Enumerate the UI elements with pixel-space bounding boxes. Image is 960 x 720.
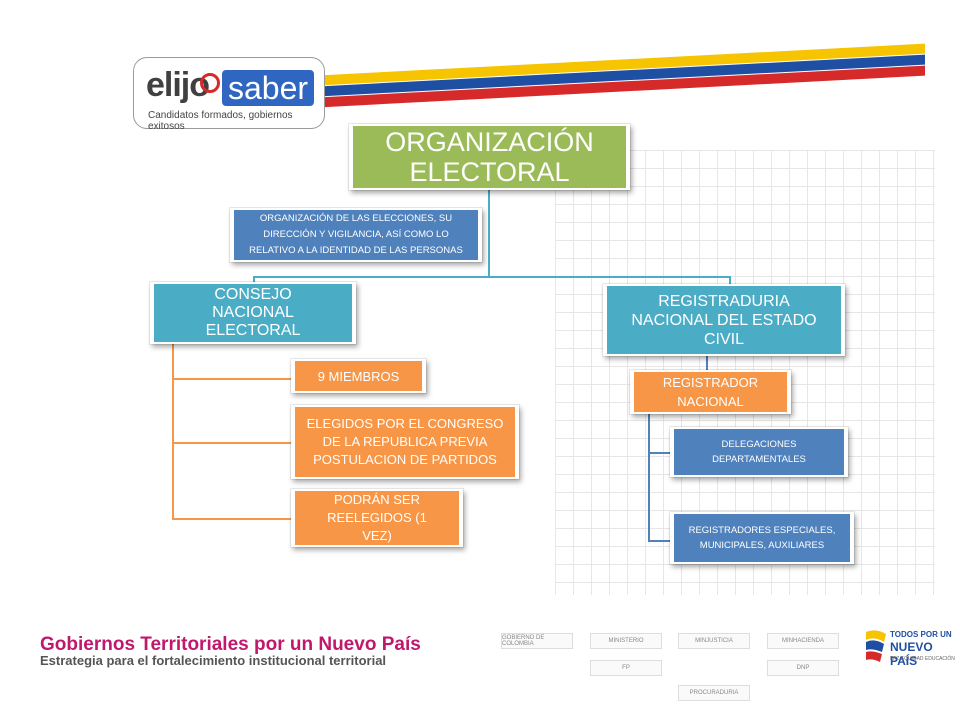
brand-line-2: NUEVO PAÍS — [890, 640, 933, 668]
nuevo-pais-logo: TODOS POR UN NUEVO PAÍS PAZ EQUIDAD EDUC… — [862, 620, 957, 675]
logo-word-elijo: elijo — [146, 66, 210, 104]
partner-logo-7: PROCURADURIA — [678, 685, 750, 701]
left-item-link-3 — [172, 518, 292, 520]
brand-line-3: PAZ EQUIDAD EDUCACIÓN — [890, 656, 955, 662]
left-items-trunk — [172, 344, 174, 519]
cne-item-3: PODRÁN SER REELEGIDOS (1 VEZ) — [291, 489, 463, 547]
partner-logo-1: GOBIERNO DE COLOMBIA — [501, 633, 573, 649]
root-box: ORGANIZACIÓN ELECTORAL — [349, 124, 630, 190]
registraduria-item-2: REGISTRADORES ESPECIALES, MUNICIPALES, A… — [670, 512, 854, 564]
registraduria-item-1: DELEGACIONES DEPARTAMENTALES — [670, 427, 848, 477]
footer-title: Gobiernos Territoriales por un Nuevo Paí… — [40, 634, 421, 655]
right-item-link-1 — [648, 452, 670, 454]
description-box: ORGANIZACIÓN DE LAS ELECCIONES, SU DIREC… — [230, 208, 482, 262]
right-items-trunk — [648, 414, 650, 542]
registraduria-box: REGISTRADURIA NACIONAL DEL ESTADO CIVIL — [603, 284, 845, 356]
flag-wave-icon — [866, 630, 886, 662]
brand-line-1: TODOS POR UN — [890, 630, 952, 639]
root-connector — [488, 188, 490, 276]
left-item-link-2 — [172, 442, 292, 444]
cne-item-2: ELEGIDOS POR EL CONGRESO DE LA REPUBLICA… — [291, 405, 519, 479]
logo-tagline: Candidatos formados, gobiernos exitosos — [148, 110, 293, 132]
right-item-link-2 — [648, 540, 670, 542]
right-branch-drop — [729, 276, 731, 284]
registrador-box: REGISTRADOR NACIONAL — [630, 370, 791, 414]
footer-subtitle: Estrategia para el fortalecimiento insti… — [40, 653, 387, 668]
partner-logo-3: MINJUSTICIA — [678, 633, 750, 649]
left-item-link-1 — [172, 378, 292, 380]
cne-box: CONSEJO NACIONAL ELECTORAL — [150, 282, 356, 344]
left-branch-drop — [253, 276, 255, 284]
check-icon — [200, 73, 220, 93]
partner-logo-4: MINHACIENDA — [767, 633, 839, 649]
right-sub-connector — [706, 355, 708, 371]
partner-logo-5: FP — [590, 660, 662, 676]
partner-logo-6: DNP — [767, 660, 839, 676]
cne-item-1: 9 MIEMBROS — [291, 359, 426, 393]
logo-word-saber: saber — [222, 70, 315, 106]
elijo-saber-logo: elijo saber Candidatos formados, gobiern… — [133, 57, 325, 132]
flag-stripes — [225, 43, 925, 121]
partner-logo-2: MINISTERIO — [590, 633, 662, 649]
branch-connector — [253, 276, 730, 278]
